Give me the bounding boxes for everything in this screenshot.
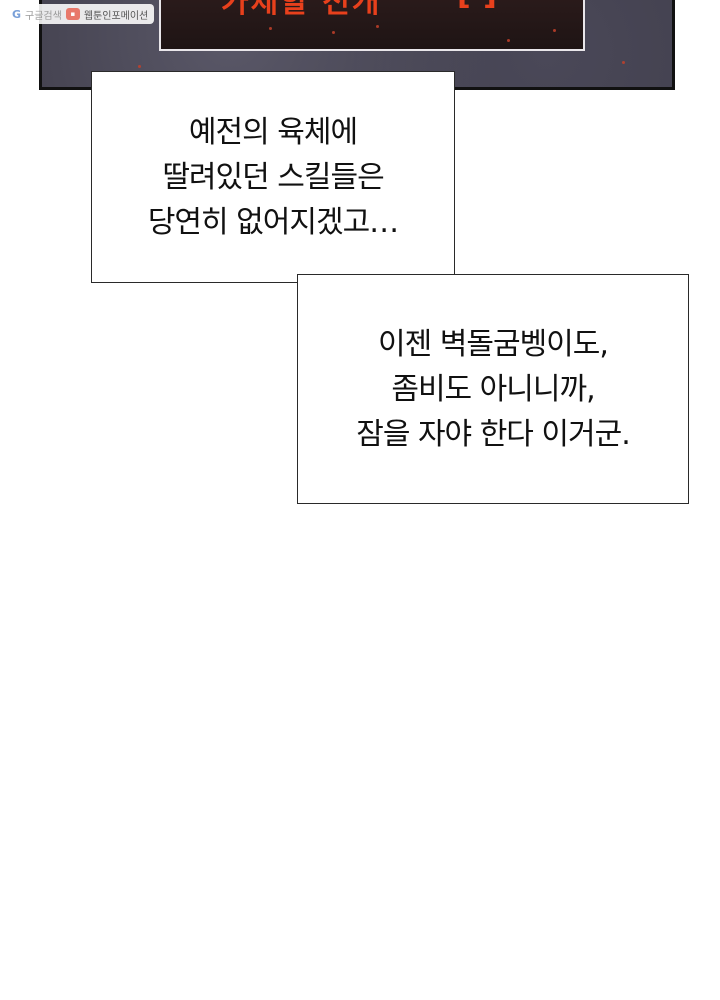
narration-line: 예전의 육체에 [188,114,358,150]
ember-particle [507,39,510,42]
narration-line: 딸려있던 스킬들은 [162,159,384,195]
narration-text-2: 이젠 벽돌굼벵이도, 좀비도 아니니까, 잠을 자야 한다 이거군. [356,322,631,457]
narration-line: 잠을 자야 한다 이거군. [356,416,631,452]
watermark-site-label: 웹툰인포메이션 [83,10,149,22]
narration-line: 당연히 없어지겠고… [147,204,399,240]
webtoon-icon: ▪ [65,8,80,20]
status-window: 가제할 전개 [-] [159,0,585,51]
watermark-badge: G 구글검색 ▪ 웹툰인포메이션 [6,4,155,24]
ember-particle [553,29,556,32]
ember-particle [376,25,379,28]
google-icon: G [12,7,22,21]
narration-box-2: 이젠 벽돌굼벵이도, 좀비도 아니니까, 잠을 자야 한다 이거군. [297,274,689,504]
narration-line: 좀비도 아니니까, [391,371,595,407]
ember-particle [269,27,272,30]
narration-text-1: 예전의 육체에 딸려있던 스킬들은 당연히 없어지겠고… [147,110,399,245]
ember-particle [622,61,625,64]
ember-particle [332,31,335,34]
watermark-google-label: 구글검색 [25,10,62,22]
narration-box-1: 예전의 육체에 딸려있던 스킬들은 당연히 없어지겠고… [91,71,455,283]
status-window-bracket: [-] [457,0,497,12]
ember-particle [138,65,141,68]
status-window-text: 가제할 전개 [221,0,382,20]
narration-line: 이젠 벽돌굼벵이도, [378,326,609,362]
